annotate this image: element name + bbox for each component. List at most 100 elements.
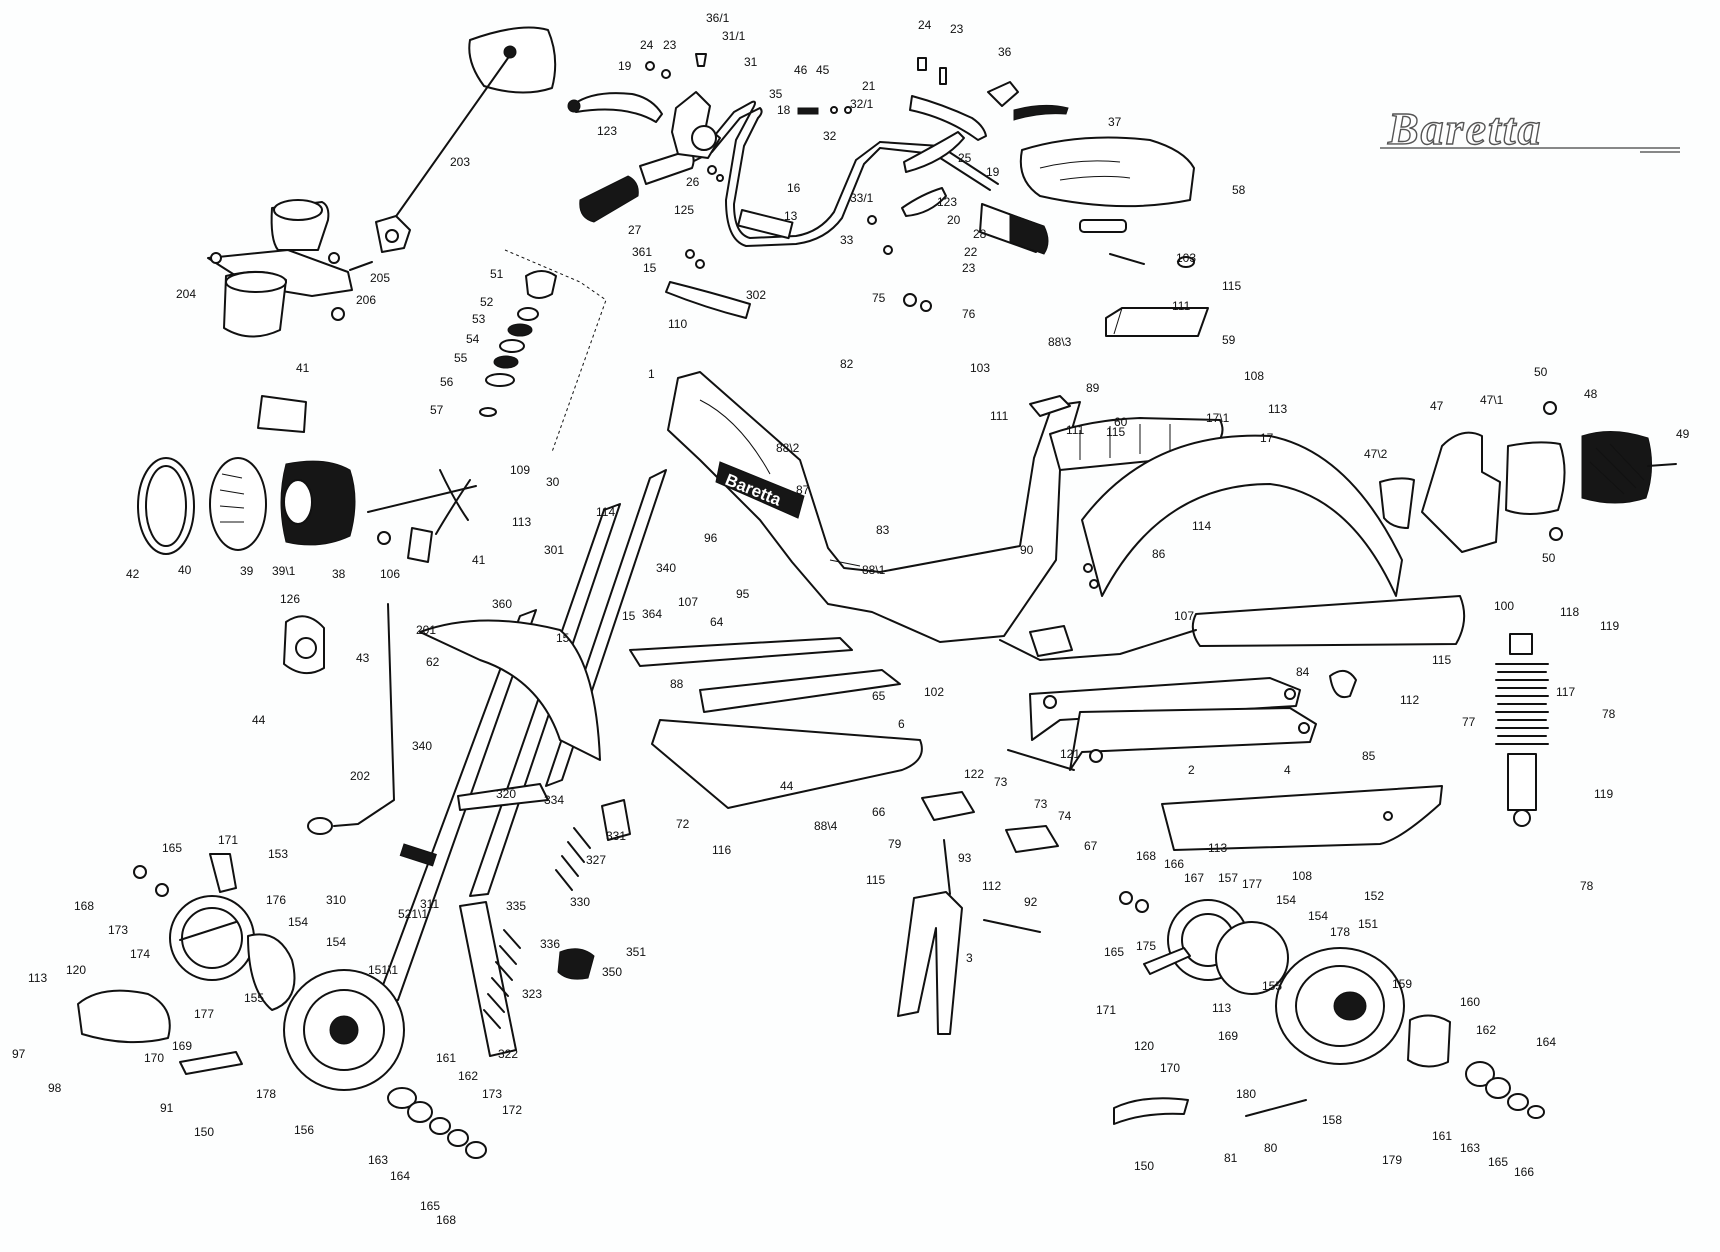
part-number-label: 201 (416, 623, 436, 637)
part-number-label: 50 (1542, 551, 1556, 565)
part-number-label: 32/1 (850, 97, 874, 111)
part-number-label: 113 (28, 971, 47, 985)
headlamp-part (137, 395, 477, 555)
center-stand-part (897, 839, 1041, 1035)
part-number-label: 46 (794, 63, 808, 77)
part-number-label: 24 (918, 18, 932, 32)
part-number-label: 119 (1594, 787, 1613, 801)
part-number-label: 43 (356, 651, 370, 665)
rear-shock-part (1495, 633, 1549, 827)
part-number-label: 364 (642, 607, 662, 621)
part-number-label: 115 (1106, 425, 1125, 439)
part-number-label: 162 (1476, 1023, 1496, 1037)
part-number-label: 54 (466, 332, 480, 346)
mirror-part (375, 26, 557, 253)
part-number-label: 35 (769, 87, 783, 101)
part-number-label: 50 (1534, 365, 1548, 379)
throttle-assembly-part (671, 91, 721, 159)
steering-bearing-stack-part (479, 249, 607, 453)
part-number-label: 334 (544, 793, 564, 807)
part-number-label: 155 (244, 991, 264, 1005)
front-wheel-hub-part (77, 853, 405, 1091)
left-brake-lever-part (567, 92, 663, 123)
part-number-label: 86 (1152, 547, 1166, 561)
part-number-label: 47 (1430, 399, 1444, 413)
part-number-label: 33/1 (850, 191, 874, 205)
swingarm-part (1029, 669, 1357, 771)
part-number-label: 88 (670, 677, 684, 691)
part-number-label: 64 (710, 615, 724, 629)
part-number-label: 116 (712, 843, 731, 857)
part-number-label: 154 (326, 935, 346, 949)
part-number-label: 165 (1104, 945, 1124, 959)
part-number-label: 32 (823, 129, 837, 143)
part-number-label: 335 (506, 899, 526, 913)
part-number-label: 110 (668, 317, 687, 331)
part-number-label: 171 (1096, 1003, 1116, 1017)
speedometer-bracket-part (207, 199, 373, 338)
part-number-label: 301 (544, 543, 564, 557)
part-number-label: 166 (1164, 857, 1184, 871)
part-number-label: 150 (194, 1125, 214, 1139)
tool-box-part (1105, 256, 1209, 337)
part-number-label: 18 (777, 103, 791, 117)
part-number-label: 59 (1222, 333, 1236, 347)
part-number-label: 15 (643, 261, 657, 275)
right-brake-lever-part (901, 95, 987, 217)
part-number-label: 115 (866, 873, 885, 887)
part-number-label: 167 (1184, 871, 1204, 885)
part-number-label: 165 (162, 841, 182, 855)
part-number-label: 112 (982, 879, 1001, 893)
part-number-label: 311 (420, 897, 439, 911)
part-number-label: 60 (1114, 415, 1128, 429)
part-number-label: 361 (632, 245, 652, 259)
part-number-label: 45 (816, 63, 830, 77)
part-number-label: 151 (1358, 917, 1378, 931)
part-number-label: 19 (986, 165, 1000, 179)
part-number-label: 125 (674, 203, 694, 217)
part-number-label: 28 (973, 227, 987, 241)
part-number-label: 25 (958, 151, 972, 165)
part-number-label: 65 (872, 689, 886, 703)
right-grip-part (979, 203, 1049, 255)
part-number-label: 173 (482, 1087, 502, 1101)
part-number-label: 206 (356, 293, 376, 307)
part-number-label: 166 (1514, 1165, 1534, 1179)
part-number-label: 113 (1268, 402, 1287, 416)
chain-guard-part (1161, 785, 1443, 851)
part-number-label: 75 (872, 291, 886, 305)
part-number-label: 113 (512, 515, 531, 529)
part-number-label: 168 (1136, 849, 1156, 863)
part-number-label: 109 (510, 463, 530, 477)
front-fork-part (375, 469, 667, 1057)
part-number-label: 123 (937, 195, 957, 209)
part-number-label: 159 (1392, 977, 1412, 991)
part-number-label: 310 (326, 893, 346, 907)
part-number-label: 103 (970, 361, 990, 375)
part-number-label: 179 (1382, 1153, 1402, 1167)
part-number-label: 23 (962, 261, 976, 275)
part-number-label: 16 (787, 181, 801, 195)
part-number-label: 44 (252, 713, 266, 727)
part-number-label: 102 (924, 685, 944, 699)
rear-mudguard-part (1081, 434, 1403, 597)
part-number-label: 169 (1218, 1029, 1238, 1043)
part-number-label: 123 (597, 124, 617, 138)
part-number-label: 30 (546, 475, 560, 489)
part-number-label: 77 (1462, 715, 1476, 729)
part-number-label: 21 (862, 79, 876, 93)
part-number-label: 52 (480, 295, 494, 309)
seat-part (1019, 136, 1195, 265)
part-number-label: 90 (1020, 543, 1034, 557)
part-number-label: 172 (502, 1103, 522, 1117)
part-number-label: 17 (1260, 431, 1274, 445)
mudguard-lettering: 44 (780, 779, 794, 793)
part-number-label: 4 (1284, 763, 1291, 777)
part-number-label: 168 (436, 1213, 456, 1227)
part-number-label: 170 (1160, 1061, 1180, 1075)
handlebar-clamp-part (665, 249, 751, 319)
part-number-label: 169 (172, 1039, 192, 1053)
part-number-label: 1 (648, 367, 655, 381)
